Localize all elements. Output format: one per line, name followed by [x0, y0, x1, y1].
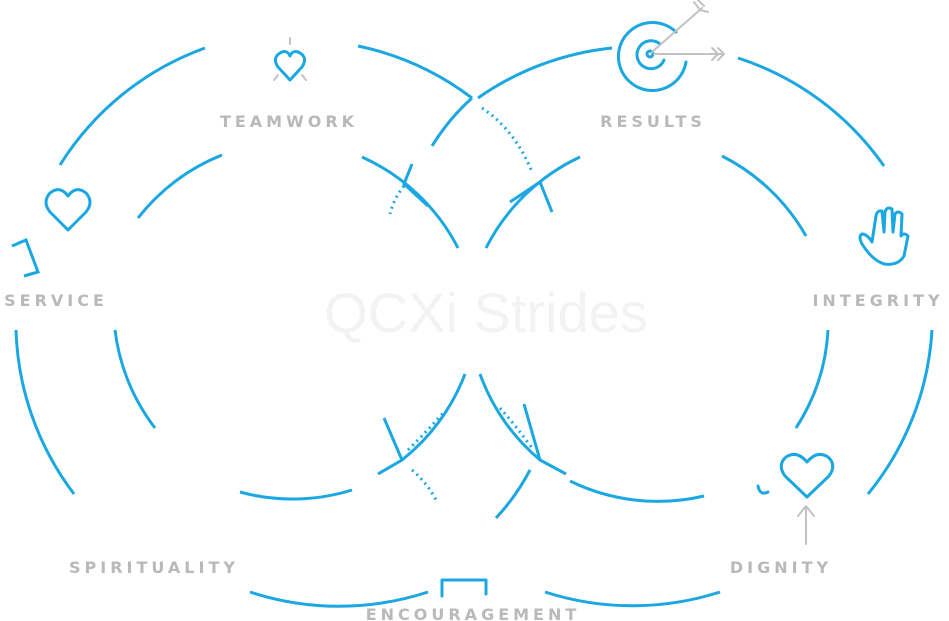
label-integrity: INTEGRITY: [812, 291, 943, 310]
teamwork-sparkle-right: [301, 74, 307, 81]
upper-cross-corner-left: [402, 163, 430, 208]
results-target-outer: [616, 21, 688, 93]
crossing-segments: [377, 96, 567, 520]
bracket-icon: [440, 578, 488, 598]
dignity-arrow-head: [797, 505, 815, 517]
right-outer-arc-top-right: [737, 56, 886, 167]
left-inner-arc-bottom: [239, 488, 353, 501]
left-inner-arc-top-left: [136, 153, 223, 219]
label-dignity: DIGNITY: [730, 558, 832, 577]
left-outer-ring: [14, 44, 473, 608]
right-inner-ring: [478, 154, 830, 503]
dotted-line-middle-right: [498, 407, 534, 449]
upper-cross-corner-right: [509, 179, 554, 213]
left-inner-ring: [113, 153, 467, 501]
left-inner-arc-left: [113, 329, 157, 429]
dignity-heart: [779, 452, 835, 499]
right-inner-arc-bottom: [569, 479, 705, 503]
results-arrow-up-fletch: [693, 0, 709, 13]
heart-arrow-icon: [756, 452, 835, 545]
left-outer-arc-bottom: [249, 590, 429, 608]
right-outer-arc-bottom: [544, 590, 721, 608]
lower-cross-corner-right: [522, 403, 567, 476]
target-arrows-icon: [616, 0, 725, 93]
label-encouragement: ENCOURAGEMENT: [366, 605, 581, 621]
diagram-title: QCXi Strides: [324, 281, 648, 344]
results-target-middle: [635, 39, 666, 71]
left-outer-arc-top-left: [58, 46, 206, 166]
raised-hand-icon: [858, 206, 910, 266]
heart-icon: [44, 188, 92, 232]
dotted-line-top-left: [388, 185, 406, 215]
right-outer-arc-right: [866, 329, 934, 495]
left-inner-arc-right: [401, 373, 467, 462]
right-inner-arc-top-right: [721, 154, 808, 237]
label-results: RESULTS: [600, 112, 706, 131]
results-arrow-up-shaft: [651, 7, 703, 53]
dotted-line-middle-left: [406, 411, 446, 452]
right-inner-arc-left: [478, 373, 541, 462]
left-inner-arc-top-right: [361, 155, 460, 249]
label-service: SERVICE: [4, 291, 108, 310]
left-outer-arc-top-right: [357, 44, 473, 100]
right-inner-arc-top-left: [484, 155, 581, 249]
lower-cross-corner-left: [377, 417, 404, 476]
dotted-line-bottom-left: [411, 468, 438, 501]
service-corner-mark: [11, 238, 40, 278]
heart-sparkle-icon: [273, 37, 307, 82]
lower-cross-arc-right: [494, 469, 532, 520]
results-arrow-right-fletch: [711, 47, 725, 61]
dignity-small-curve: [756, 484, 770, 495]
right-inner-arc-right: [794, 329, 830, 429]
dotted-line-top-right: [481, 106, 534, 173]
right-outer-arc-top-left: [477, 46, 613, 100]
label-teamwork: TEAMWORK: [220, 112, 358, 131]
dotted-crossings: [388, 106, 534, 501]
teamwork-sparkle-left: [273, 74, 279, 81]
upper-cross-arc-left: [430, 96, 474, 147]
left-outer-arc-left: [14, 329, 76, 495]
right-outer-ring: [477, 46, 934, 608]
teamwork-heart: [273, 50, 307, 82]
label-spirituality: SPIRITUALITY: [69, 558, 239, 577]
